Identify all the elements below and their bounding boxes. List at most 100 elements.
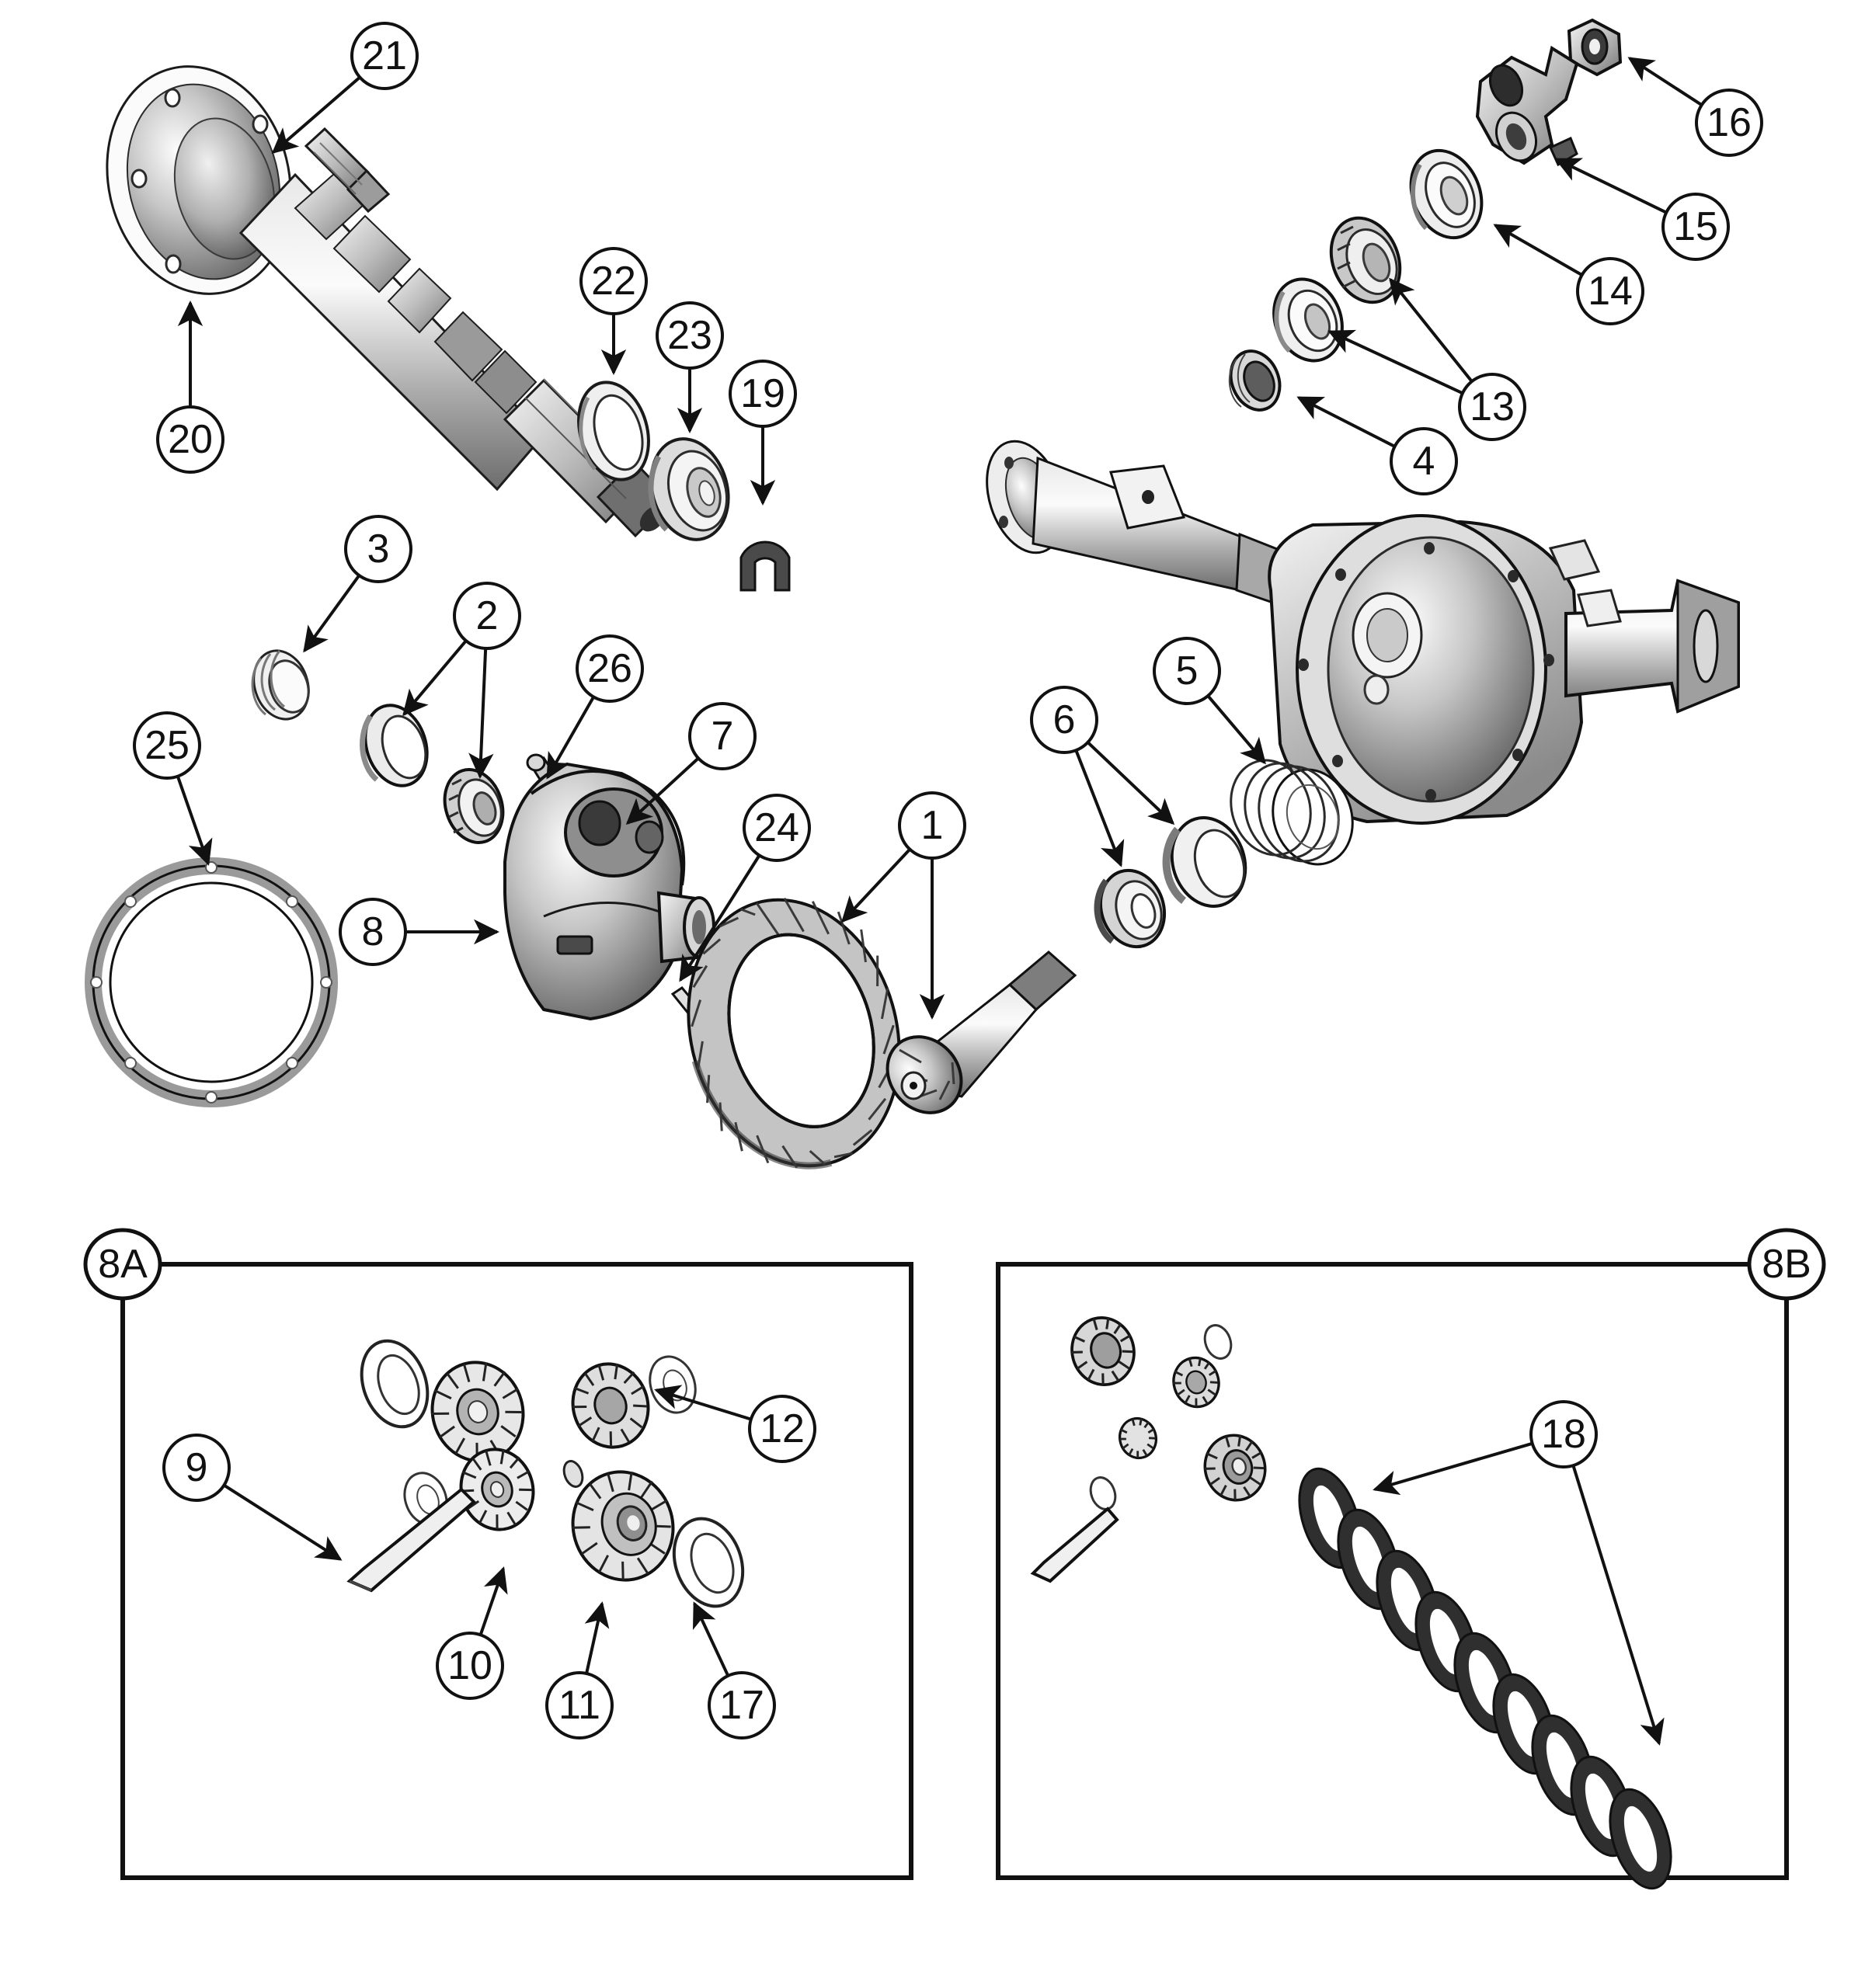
leader-line-clutch-plate-kit	[1373, 1441, 1533, 1496]
callout-1-ring-and-pinion-gear-set[interactable]: 1	[898, 791, 966, 860]
part-differential-bolt	[304, 127, 391, 214]
clutch-plate-row	[1298, 1467, 1672, 1890]
detail-box-bubble	[83, 1228, 162, 1301]
callout-6-pinion-bearing-outer[interactable]: 6	[1030, 686, 1098, 754]
callout-13-pinion-bearings[interactable]: 13	[1458, 373, 1526, 441]
callout-bubble-outline	[156, 405, 224, 474]
callout-11-differential-side-gear[interactable]: 11	[545, 1671, 614, 1740]
part-differential-cover-gasket	[85, 857, 338, 1107]
callout-number: 11	[558, 1683, 600, 1728]
callout-number: 21	[362, 33, 407, 78]
callout-18-clutch-plate-kit[interactable]: 18	[1529, 1400, 1598, 1468]
callout-number: 18	[1541, 1412, 1586, 1457]
callout-5-collapsible-spacer[interactable]: 5	[1153, 637, 1221, 705]
detail-box-labels: 8A 8B	[83, 1228, 1826, 1301]
part-pinion-shim-kit	[251, 649, 310, 721]
callout-number: 13	[1470, 384, 1515, 429]
callout-bubble-outline	[133, 711, 201, 780]
callout-bubble-outline	[743, 794, 811, 862]
callout-8-differential-carrier[interactable]: 8	[339, 898, 407, 966]
callout-bubble-outline	[1576, 257, 1644, 325]
part-ring-gear	[687, 897, 901, 1170]
callout-bubble-outline	[453, 582, 521, 650]
part-differential-bearing	[443, 768, 505, 844]
callout-19-axle-shaft-c-clip[interactable]: 19	[729, 360, 797, 428]
part-rear-axle-shaft	[106, 65, 673, 538]
leader-line-differential-pinion-gear	[478, 1566, 508, 1635]
callout-bubble-outline	[1030, 686, 1098, 754]
callout-14-pinion-oil-seal[interactable]: 14	[1576, 257, 1644, 325]
detail-box-8A	[120, 1262, 913, 1880]
callout-2-differential-bearing-cup[interactable]: 2	[453, 582, 521, 650]
callout-12-pinion-gear-thrust-washer[interactable]: 12	[748, 1395, 816, 1463]
callout-bubble-outline	[579, 247, 648, 315]
callout-bubble-outline	[708, 1671, 776, 1740]
callout-number: 10	[447, 1643, 492, 1688]
callout-bubble-outline	[436, 1632, 504, 1700]
callout-number: 16	[1707, 100, 1752, 145]
detail-box-number: 8B	[1762, 1242, 1811, 1287]
callout-number: 26	[587, 646, 632, 691]
part-pinion-bearing-upper	[1329, 216, 1402, 304]
callout-4-pinion-bearing-spacer[interactable]: 4	[1390, 427, 1458, 495]
callout-25-differential-cover-gasket[interactable]: 25	[133, 711, 201, 780]
callout-number: 23	[667, 313, 712, 358]
leader-line-pinion-yoke	[1554, 158, 1668, 214]
callout-number: 24	[754, 805, 799, 850]
callout-15-pinion-yoke[interactable]: 15	[1661, 193, 1730, 261]
box8A-contents	[346, 1339, 745, 1608]
leader-line-collapsible-spacer	[1206, 694, 1266, 765]
part-pinion-bearing-spacer	[1228, 349, 1282, 412]
callout-number: 3	[367, 527, 390, 572]
callout-number: 7	[712, 714, 734, 759]
leader-line-pinion-bearing-cup-outer	[1087, 741, 1175, 825]
callout-bubble-outline	[576, 634, 644, 703]
leader-line-side-gear-thrust-washer	[692, 1601, 730, 1677]
callout-bubble-outline	[688, 702, 757, 770]
callout-3-pinion-shim-kit[interactable]: 3	[344, 515, 412, 583]
leader-line-pinion-shim-kit	[303, 574, 360, 653]
detail-box-bubble	[1747, 1228, 1826, 1301]
callout-21-differential-bolt[interactable]: 21	[350, 22, 419, 90]
callout-number: 8	[362, 909, 384, 954]
callout-bubble-outline	[1661, 193, 1730, 261]
part-axle-housing	[986, 440, 1740, 825]
part-drive-pinion-gear	[885, 951, 1077, 1114]
callout-bubble-outline	[344, 515, 412, 583]
part-pinion-oil-seal	[1409, 148, 1484, 240]
detail-box-label-8B[interactable]: 8B	[1747, 1228, 1826, 1301]
part-axle-shaft-bearing	[648, 437, 730, 541]
detail-box-label-8A[interactable]: 8A	[83, 1228, 162, 1301]
leader-line-ring-gear-bolt	[546, 696, 595, 780]
leader-line-pinion-bearing-spacer	[1296, 396, 1396, 448]
part-pinion-bearing-outer	[1094, 868, 1167, 949]
callout-bubble-outline	[1695, 89, 1763, 157]
callout-17-side-gear-thrust-washer[interactable]: 17	[708, 1671, 776, 1740]
callout-bubble-outline	[748, 1395, 816, 1463]
callout-leader-lines	[176, 57, 1703, 1746]
callout-24-cross-pin-roll-pin[interactable]: 24	[743, 794, 811, 862]
callout-bubble-outline	[1458, 373, 1526, 441]
leader-line-pinion-gear-thrust-washer	[654, 1385, 752, 1421]
callout-number: 9	[186, 1445, 208, 1490]
leader-line-clutch-plate-kit-second	[1571, 1465, 1665, 1746]
callout-26-ring-gear-bolt[interactable]: 26	[576, 634, 644, 703]
leader-line-pinion-bearings-second	[1327, 329, 1463, 395]
callout-number: 6	[1053, 697, 1076, 742]
callout-9-differential-cross-pin[interactable]: 9	[162, 1434, 231, 1502]
callout-20-rear-axle-shaft[interactable]: 20	[156, 405, 224, 474]
callout-16-pinion-nut[interactable]: 16	[1695, 89, 1763, 157]
callout-22-axle-shaft-seal[interactable]: 22	[579, 247, 648, 315]
part-pinion-bearing-lower	[1272, 277, 1344, 363]
callout-23-axle-shaft-bearing[interactable]: 23	[656, 301, 724, 370]
callout-bubble-outline	[339, 898, 407, 966]
callout-7-differential-case[interactable]: 7	[688, 702, 757, 770]
leader-line-differential-cross-pin	[223, 1483, 343, 1561]
leader-line-pinion-oil-seal	[1493, 224, 1583, 276]
callout-number: 22	[591, 259, 636, 304]
leader-line-differential-bearing	[468, 648, 494, 779]
callout-number: 12	[760, 1406, 805, 1451]
callout-10-differential-pinion-gear[interactable]: 10	[436, 1632, 504, 1700]
